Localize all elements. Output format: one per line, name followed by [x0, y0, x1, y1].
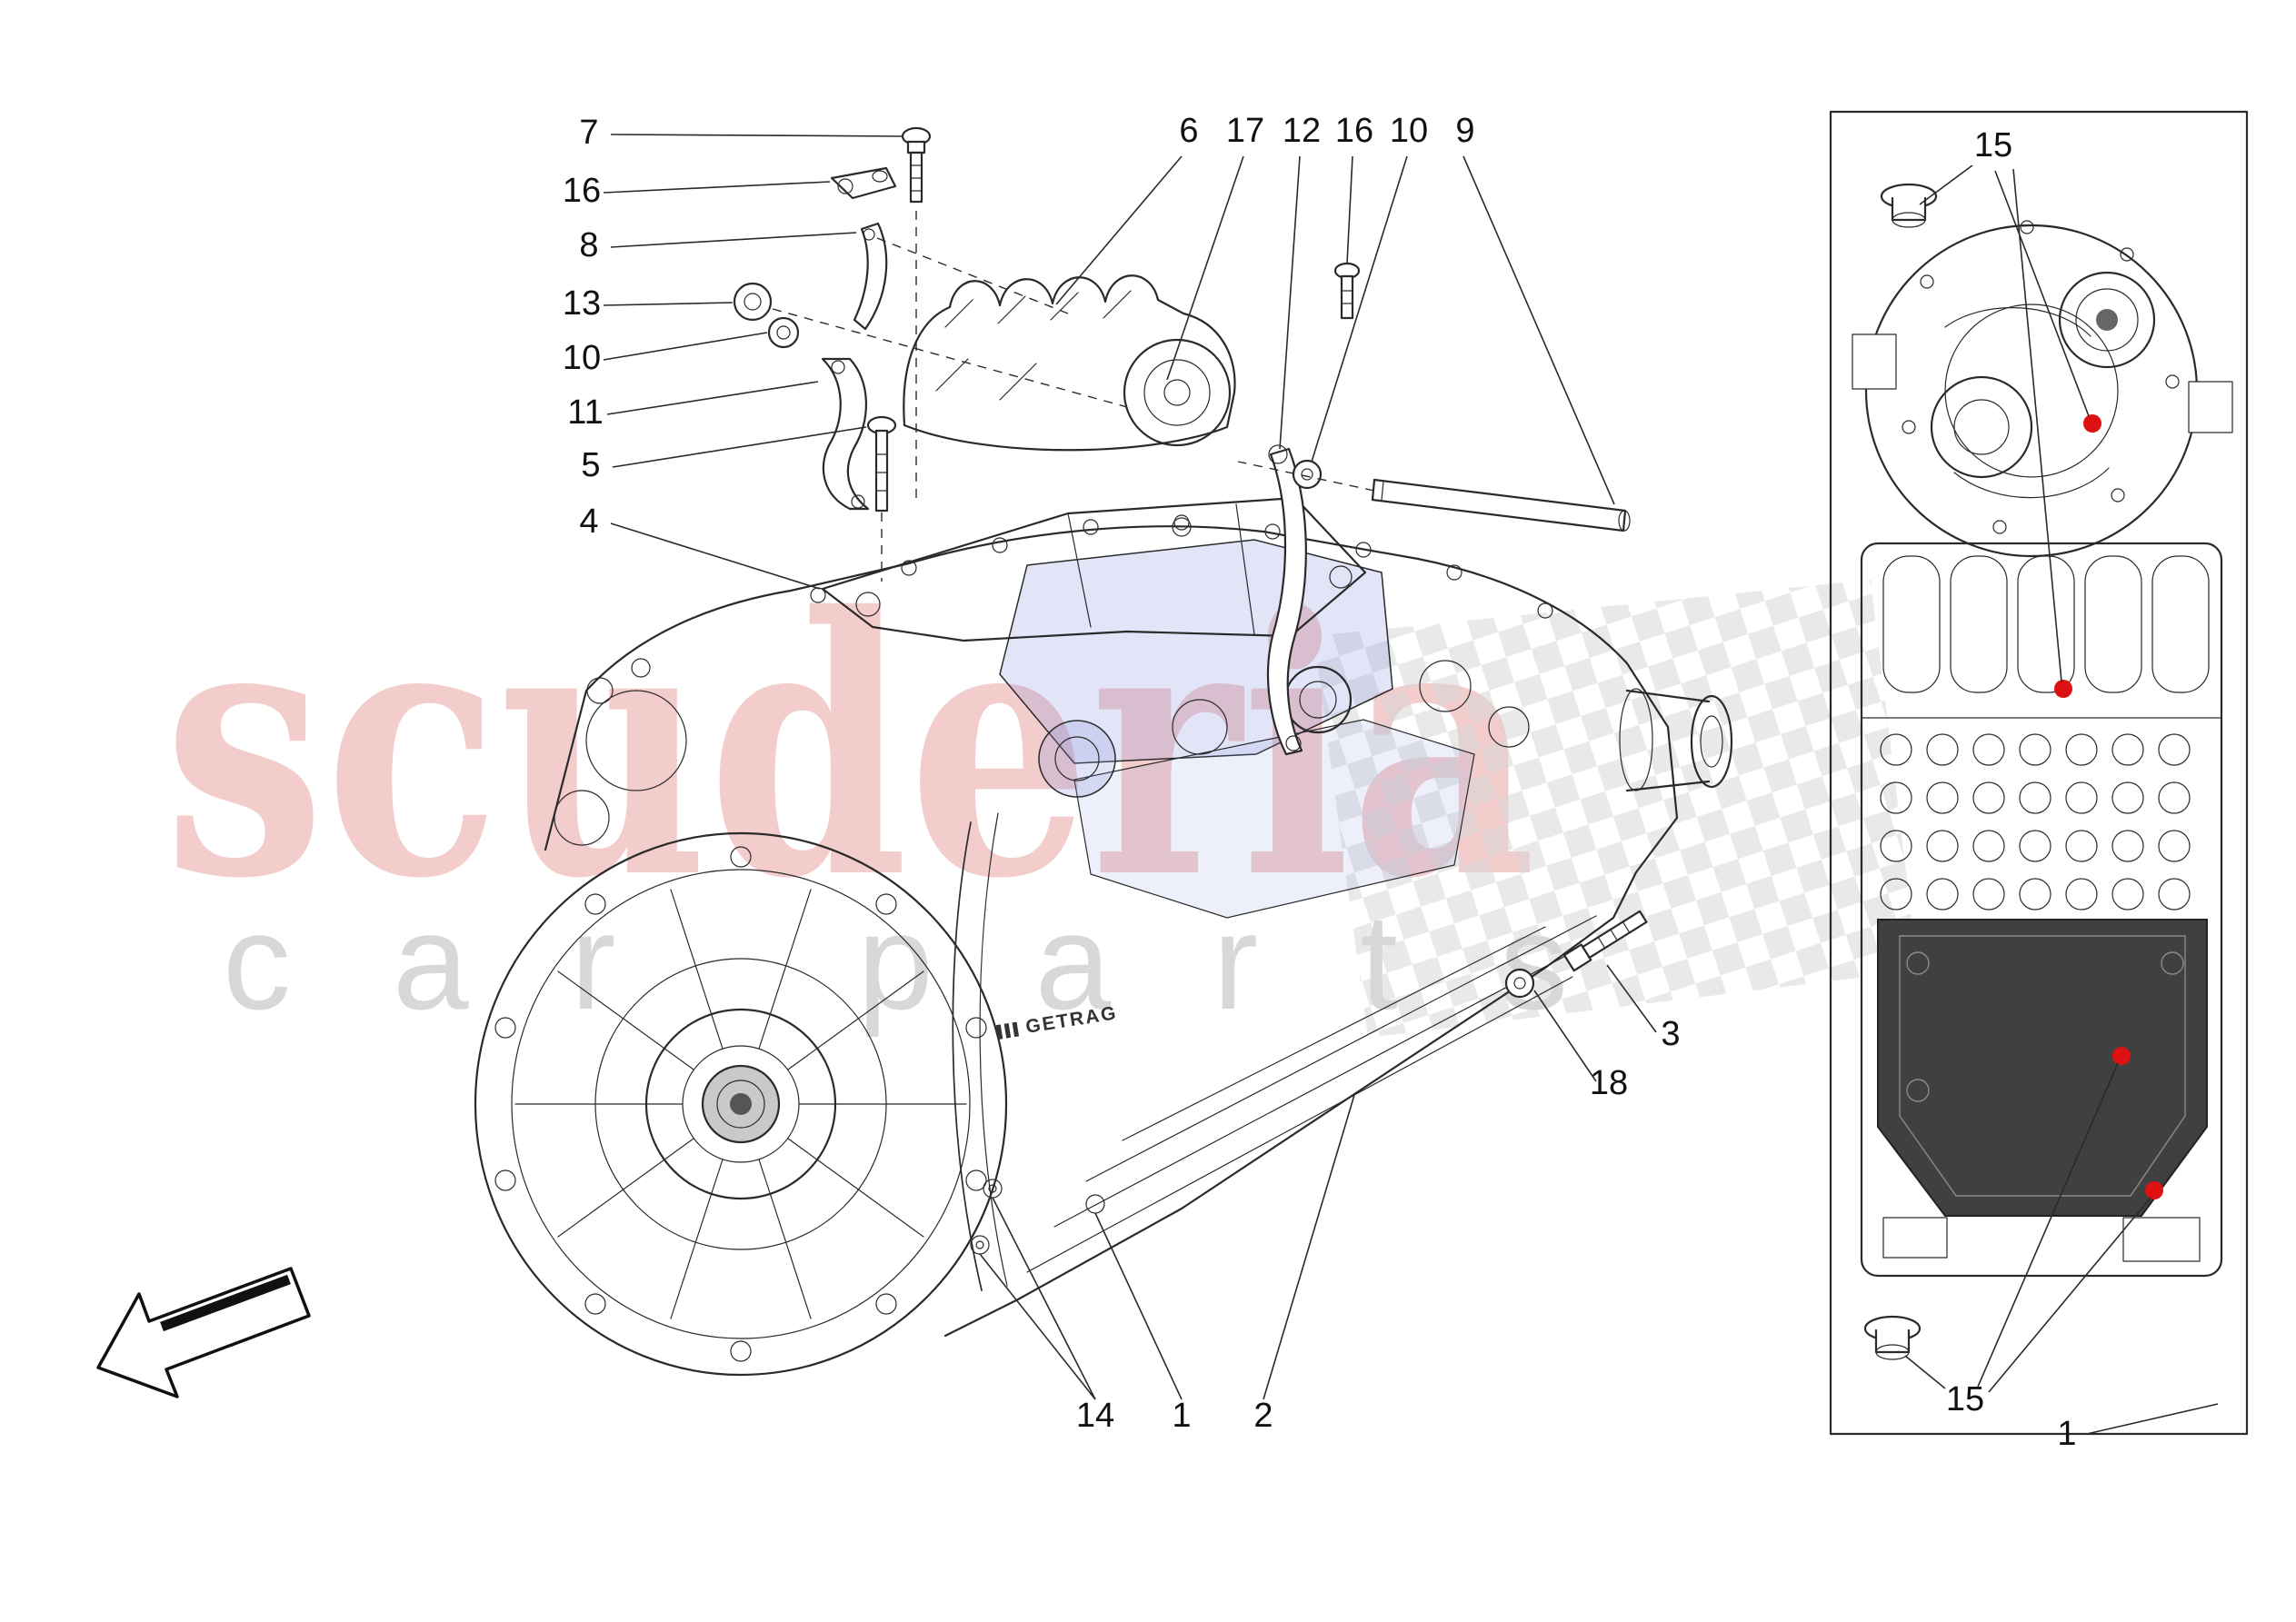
callout-13: 13 [563, 284, 601, 323]
case-edge-bolts [810, 514, 1553, 619]
bolt-part3 [1562, 910, 1648, 972]
assembly-axis-lines [772, 211, 1375, 582]
output-shaft [1619, 688, 1733, 792]
bushing-part13 [733, 282, 773, 322]
callout-17: 17 [1226, 112, 1264, 150]
pin-part9 [1371, 478, 1631, 532]
case-bottom-bolts [970, 1179, 1105, 1255]
bolt-part5 [866, 415, 897, 512]
callout-8: 8 [579, 226, 598, 264]
bell-housing [474, 831, 1008, 1377]
highlight-dot-rear [2083, 414, 2101, 433]
side-view-manifold [1882, 555, 2210, 693]
panel-rear-view [1852, 220, 2233, 558]
washer-part18 [1504, 968, 1535, 999]
bolt-part16-top [1333, 262, 1361, 320]
bell-housing-bolts [494, 846, 987, 1362]
detail-panel-border [1829, 110, 2249, 1436]
panel-side-view [1860, 542, 2223, 1278]
callout-4: 4 [579, 503, 598, 541]
callout-1: 1 [1172, 1397, 1191, 1435]
callout-7: 7 [579, 114, 598, 152]
case-boss-large [1038, 720, 1116, 798]
lever-part11 [821, 357, 870, 511]
callout-12: 12 [1283, 112, 1321, 150]
callout-5: 5 [581, 446, 600, 484]
callout-1-panel: 1 [2057, 1415, 2076, 1453]
case-rib-lines [1026, 915, 1597, 1273]
callout-2: 2 [1253, 1397, 1273, 1435]
callout-11: 11 [567, 393, 603, 432]
direction-arrow-icon [96, 1267, 311, 1398]
callout-18: 18 [1590, 1064, 1628, 1102]
callout-10-top: 10 [1390, 112, 1428, 150]
exploded-top-parts [733, 126, 1648, 999]
lever-part12-17 [1266, 444, 1307, 756]
rear-view-bolts [1902, 220, 2180, 534]
washer-part10-left [767, 316, 800, 349]
panel-leader-lines [1904, 164, 2219, 1435]
sump-pan [1877, 919, 2208, 1217]
detail-panel [1829, 110, 2249, 1436]
lower-cover-tinted [1073, 719, 1475, 919]
callout-16-left: 16 [563, 172, 601, 210]
strap-part8 [853, 222, 888, 331]
callout-10-left: 10 [563, 339, 601, 377]
callout-6: 6 [1179, 112, 1198, 150]
callout-3: 3 [1661, 1015, 1680, 1053]
plug-top [1880, 183, 1938, 228]
side-view-bore-grid [1880, 733, 2191, 911]
highlight-dot-side-pan [2112, 1047, 2131, 1065]
callout-leader-lines [603, 134, 1657, 1400]
highlight-dot-side-upper [2054, 680, 2072, 698]
checkered-flag-watermark [1313, 580, 1918, 1038]
callout-9: 9 [1455, 112, 1474, 150]
highlight-dot-side-lower [2145, 1181, 2163, 1199]
cover-hatching [935, 290, 1132, 401]
callout-14: 14 [1076, 1397, 1114, 1435]
washer-part10-top [1292, 459, 1323, 490]
corrugated-cover-part6 [903, 274, 1236, 452]
callout-16-top: 16 [1335, 112, 1373, 150]
callout-15-top: 15 [1974, 126, 2012, 164]
plug-bottom [1863, 1315, 1922, 1360]
clamp-part16-left [830, 166, 897, 200]
callout-15-bottom: 15 [1946, 1380, 1984, 1418]
bell-housing-spokes [514, 889, 967, 1319]
callout-labels: 7 16 8 13 10 11 5 4 6 17 12 16 10 9 3 18… [563, 112, 2077, 1453]
bolt-part7 [901, 126, 932, 204]
